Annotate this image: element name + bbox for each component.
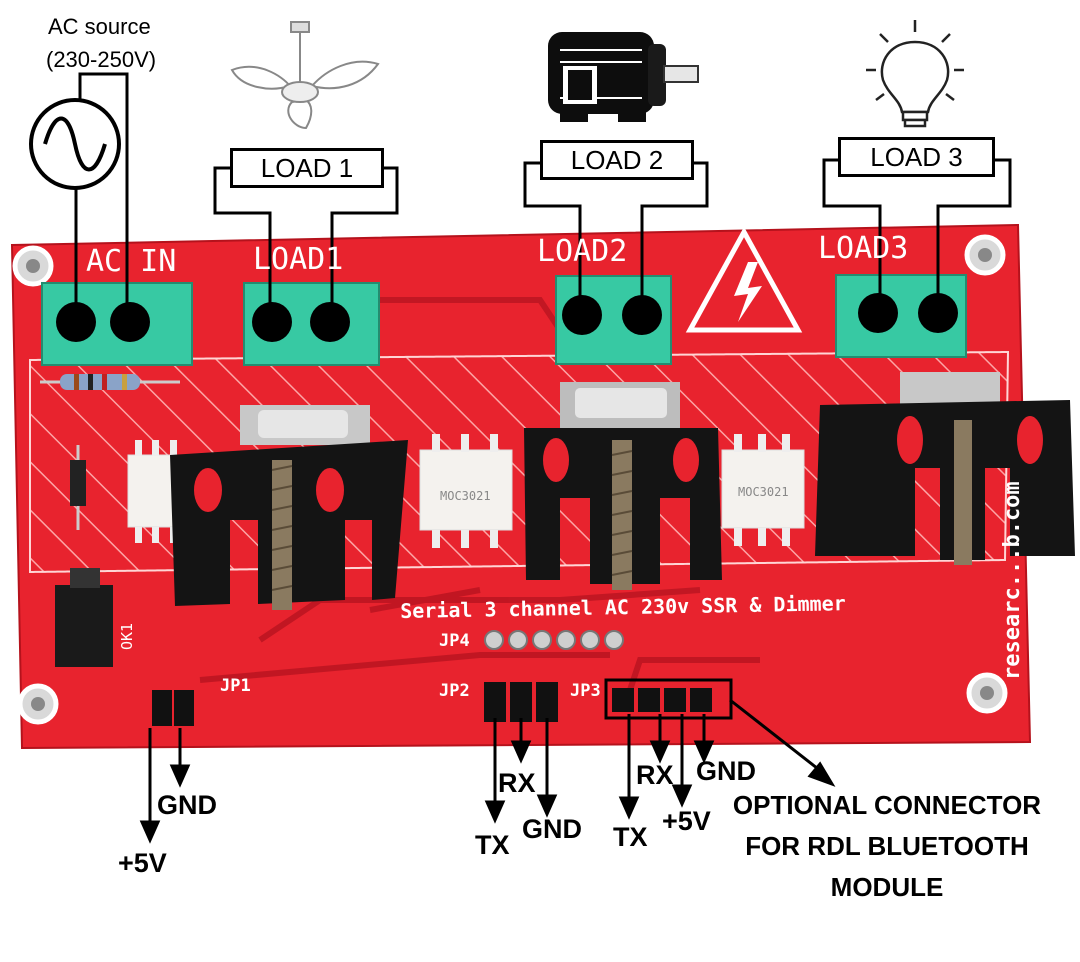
- jp2-tx-label: TX: [475, 830, 510, 860]
- ac-source-label-line2: (230-250V): [46, 47, 157, 72]
- jp3-rx-label: RX: [636, 760, 674, 790]
- pcb-ok1-label: OK1: [118, 622, 136, 650]
- optional-note-line1: OPTIONAL CONNECTOR: [732, 790, 1042, 820]
- load2-box: LOAD 2: [540, 140, 694, 180]
- optocoupler-2: MOC3021: [419, 434, 513, 548]
- pcb-side-text: researc...b.com: [1000, 481, 1025, 680]
- jp2-rx-label: RX: [498, 768, 536, 798]
- header-jp4: [484, 630, 624, 650]
- optional-note-line3: MODULE: [830, 872, 944, 902]
- resistor: [40, 374, 180, 390]
- high-voltage-warning-icon: [685, 226, 803, 333]
- pcb-load3-label: LOAD3: [818, 231, 909, 266]
- heatsink-3: [815, 372, 1075, 565]
- jp3-gnd-label: GND: [696, 756, 756, 786]
- optional-note-line2: FOR RDL BLUETOOTH: [745, 831, 1029, 861]
- jp3-tx-label: TX: [613, 822, 648, 852]
- ac-source-symbol: [29, 98, 121, 190]
- mounting-hole-bl: [17, 683, 59, 725]
- ok1-optocoupler: [55, 568, 113, 667]
- jp1-vcc-label: +5V: [118, 848, 167, 878]
- header-jp2: [484, 682, 558, 722]
- pcb-ac-in-label: AC IN: [86, 244, 177, 279]
- pcb-load2-label: LOAD2: [537, 234, 628, 269]
- ceiling-fan-icon: [230, 21, 380, 130]
- heatsink-2: [524, 382, 722, 590]
- ac-source-label-line1: AC source: [48, 14, 151, 39]
- svg-text:MOC3021: MOC3021: [738, 485, 789, 499]
- pcb-jp4-label: JP4: [439, 631, 470, 651]
- terminal-ac-in: [41, 282, 193, 366]
- pcb-load1-label: LOAD1: [253, 242, 344, 277]
- load1-box: LOAD 1: [230, 148, 384, 188]
- terminal-load3: [835, 274, 967, 358]
- mounting-hole-br: [966, 672, 1008, 714]
- pcb-jp1-label: JP1: [220, 676, 251, 696]
- mounting-hole-tr: [964, 234, 1006, 276]
- optocoupler-3: MOC3021: [721, 434, 805, 546]
- terminal-load2: [555, 275, 672, 365]
- header-jp1: [152, 690, 194, 726]
- pin-arrows: [139, 698, 836, 844]
- jp3-vcc-label: +5V: [662, 806, 711, 836]
- jp1-gnd-label: GND: [157, 790, 217, 820]
- pcb-jp2-label: JP2: [439, 681, 470, 701]
- svg-text:MOC3021: MOC3021: [440, 489, 491, 503]
- terminal-load1: [243, 282, 380, 366]
- jp2-gnd-label: GND: [522, 814, 582, 844]
- pcb-jp3-label: JP3: [570, 681, 601, 701]
- diode: [70, 445, 86, 530]
- motor-icon: [548, 32, 699, 122]
- heatsink-1: [170, 405, 408, 610]
- mounting-hole-tl: [12, 245, 54, 287]
- header-jp3: [604, 678, 733, 720]
- optional-connector-note: OPTIONAL CONNECTOR FOR RDL BLUETOOTH MOD…: [727, 785, 1047, 908]
- load3-box: LOAD 3: [838, 137, 995, 177]
- light-bulb-icon: [866, 20, 964, 128]
